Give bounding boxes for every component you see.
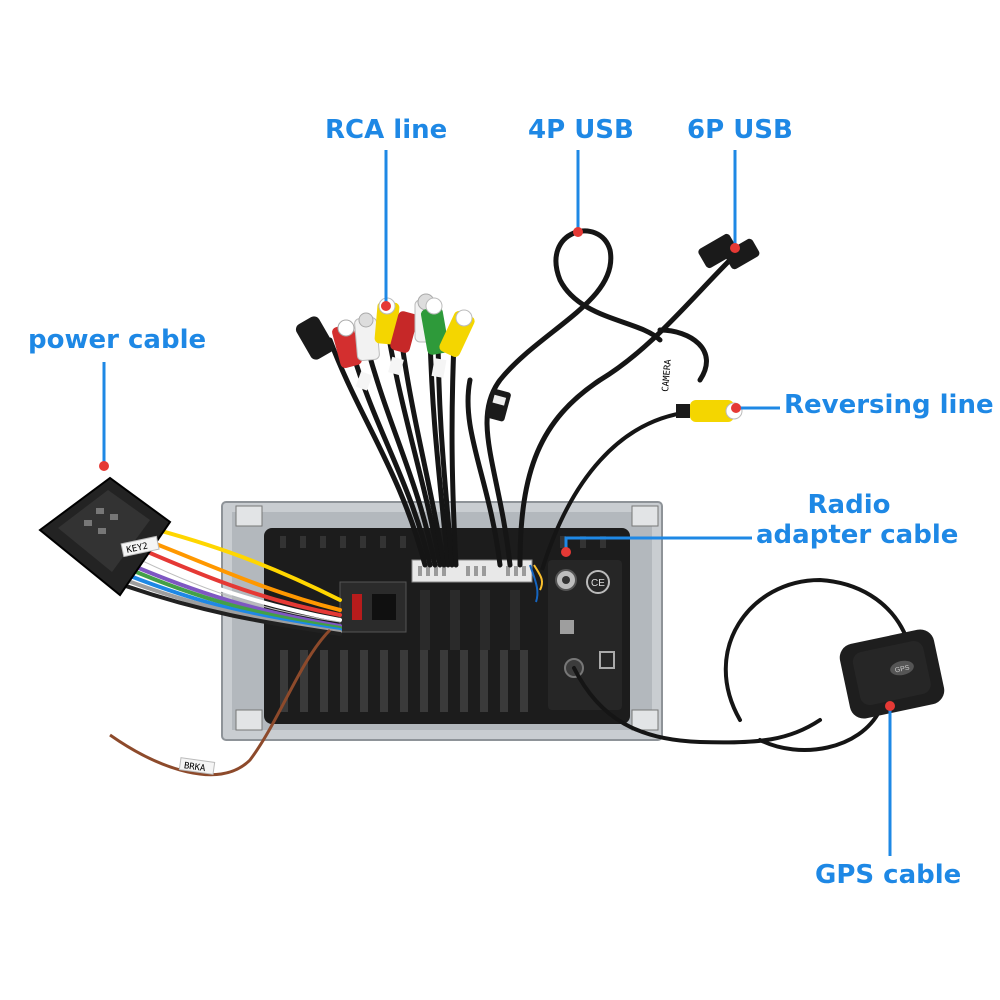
rca-plug-black: [295, 316, 335, 360]
usb-4p-label: 4P USB: [528, 115, 634, 145]
usb-4p-plug: [485, 388, 511, 422]
usb-6p-cable: [517, 257, 733, 568]
rca-line-label: RCA line: [325, 115, 448, 145]
dot-rca: [381, 301, 391, 311]
bracket-clip: [631, 505, 659, 527]
rca-plug-white: [354, 312, 380, 361]
vent-fins-top: [280, 536, 606, 548]
camera-sticker: CAMERA: [661, 358, 674, 392]
dot-radio: [561, 547, 571, 557]
usb-6p-label: 6P USB: [687, 115, 793, 145]
rca-plug-red-2: [390, 311, 418, 353]
reversing-cable: [540, 410, 691, 571]
bracket-clip: [235, 505, 263, 527]
dot-6p-usb: [730, 243, 740, 253]
gps-cable-label: GPS cable: [815, 860, 962, 890]
power-harness: BRKA KEY2: [38, 476, 342, 777]
ce-mark-icon: CE: [591, 578, 605, 589]
dot-reversing: [731, 403, 741, 413]
radio-adapter-label-line2: adapter cable: [756, 520, 959, 550]
rca-plug-yellow-2: [439, 309, 475, 357]
rca-plug-red: [332, 319, 362, 369]
bracket-clip: [631, 709, 659, 731]
dot-gps: [885, 701, 895, 711]
bracket-clip: [235, 709, 263, 731]
usb-4p-cable: [465, 228, 663, 568]
usb-6p-plug: [698, 233, 760, 270]
dot-4p-usb: [573, 227, 583, 237]
callout-dots: [99, 227, 895, 711]
power-connector: KEY2: [38, 476, 172, 597]
head-unit: CE: [221, 501, 663, 741]
key-sticker: KEY2: [126, 541, 149, 555]
gps-sticker: GPS: [894, 664, 910, 674]
unit-chassis: [264, 528, 630, 724]
radio-adapter-label: Radio adapter cable: [756, 490, 959, 550]
power-cable-label: power cable: [28, 325, 207, 355]
gps-antenna: GPS: [839, 629, 945, 719]
brake-sticker: BRKA: [183, 761, 206, 774]
radio-adapter-label-line1: Radio: [807, 490, 891, 520]
dot-power: [99, 461, 109, 471]
brake-wire: [109, 628, 332, 777]
vent-fins-bottom: [280, 650, 528, 712]
reversing-line-label: Reversing line: [784, 390, 994, 420]
